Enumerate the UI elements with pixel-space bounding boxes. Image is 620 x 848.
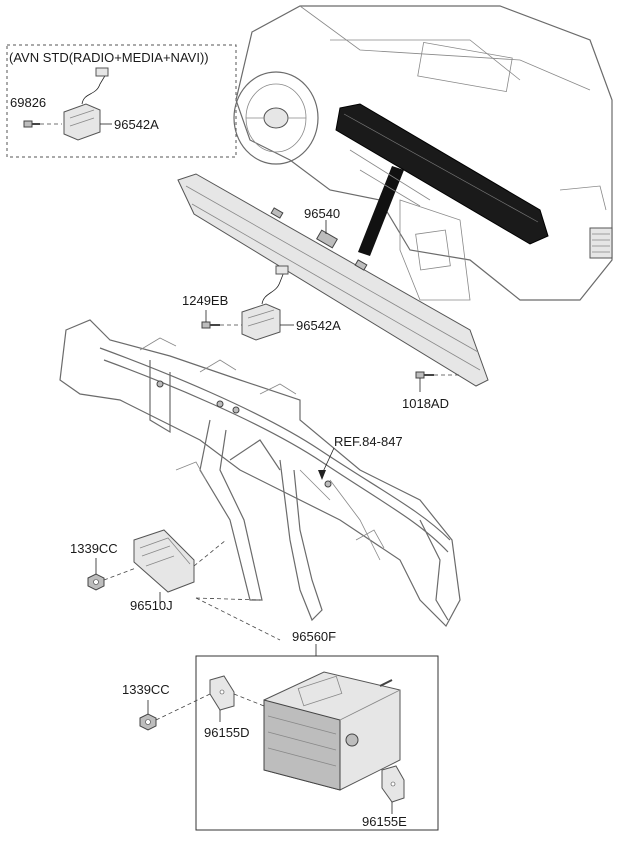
screw-69826-inset bbox=[23, 120, 40, 128]
steering-wheel bbox=[233, 71, 319, 165]
label-96510J: 96510J bbox=[130, 598, 173, 613]
group-96560F bbox=[195, 655, 439, 831]
label-ref: REF.84-847 bbox=[334, 434, 403, 449]
nut-1339CC-upper bbox=[87, 573, 105, 591]
side-vent bbox=[589, 227, 613, 259]
dashboard-illustration bbox=[233, 5, 613, 301]
inset-title: (AVN STD(RADIO+MEDIA+NAVI)) bbox=[9, 50, 209, 65]
nut-1339CC-lower bbox=[139, 713, 157, 731]
label-96542A-inset: 96542A bbox=[114, 117, 159, 132]
label-1018AD: 1018AD bbox=[402, 396, 449, 411]
label-96155E: 96155E bbox=[362, 814, 407, 829]
label-96540: 96540 bbox=[304, 206, 340, 221]
unit-96542A-inset bbox=[63, 67, 109, 141]
screw-1018AD bbox=[415, 371, 434, 379]
module-96510J bbox=[133, 529, 195, 593]
label-96542A: 96542A bbox=[296, 318, 341, 333]
label-1249EB: 1249EB bbox=[182, 293, 228, 308]
bracket-96155D bbox=[209, 675, 235, 711]
label-1339CC-upper: 1339CC bbox=[70, 541, 118, 556]
crash-pad-96540 bbox=[177, 173, 489, 387]
head-unit-96560F bbox=[263, 671, 401, 791]
bracket-96155E bbox=[381, 765, 405, 803]
label-96155D: 96155D bbox=[204, 725, 250, 740]
label-96560F: 96560F bbox=[292, 629, 336, 644]
unit-96542A bbox=[241, 265, 289, 341]
screw-1249EB bbox=[201, 321, 220, 329]
label-1339CC-lower: 1339CC bbox=[122, 682, 170, 697]
cowl-cross-bar bbox=[59, 319, 461, 627]
label-69826: 69826 bbox=[10, 95, 46, 110]
avn-std-inset: (AVN STD(RADIO+MEDIA+NAVI)) 69826 96542A bbox=[6, 44, 237, 158]
